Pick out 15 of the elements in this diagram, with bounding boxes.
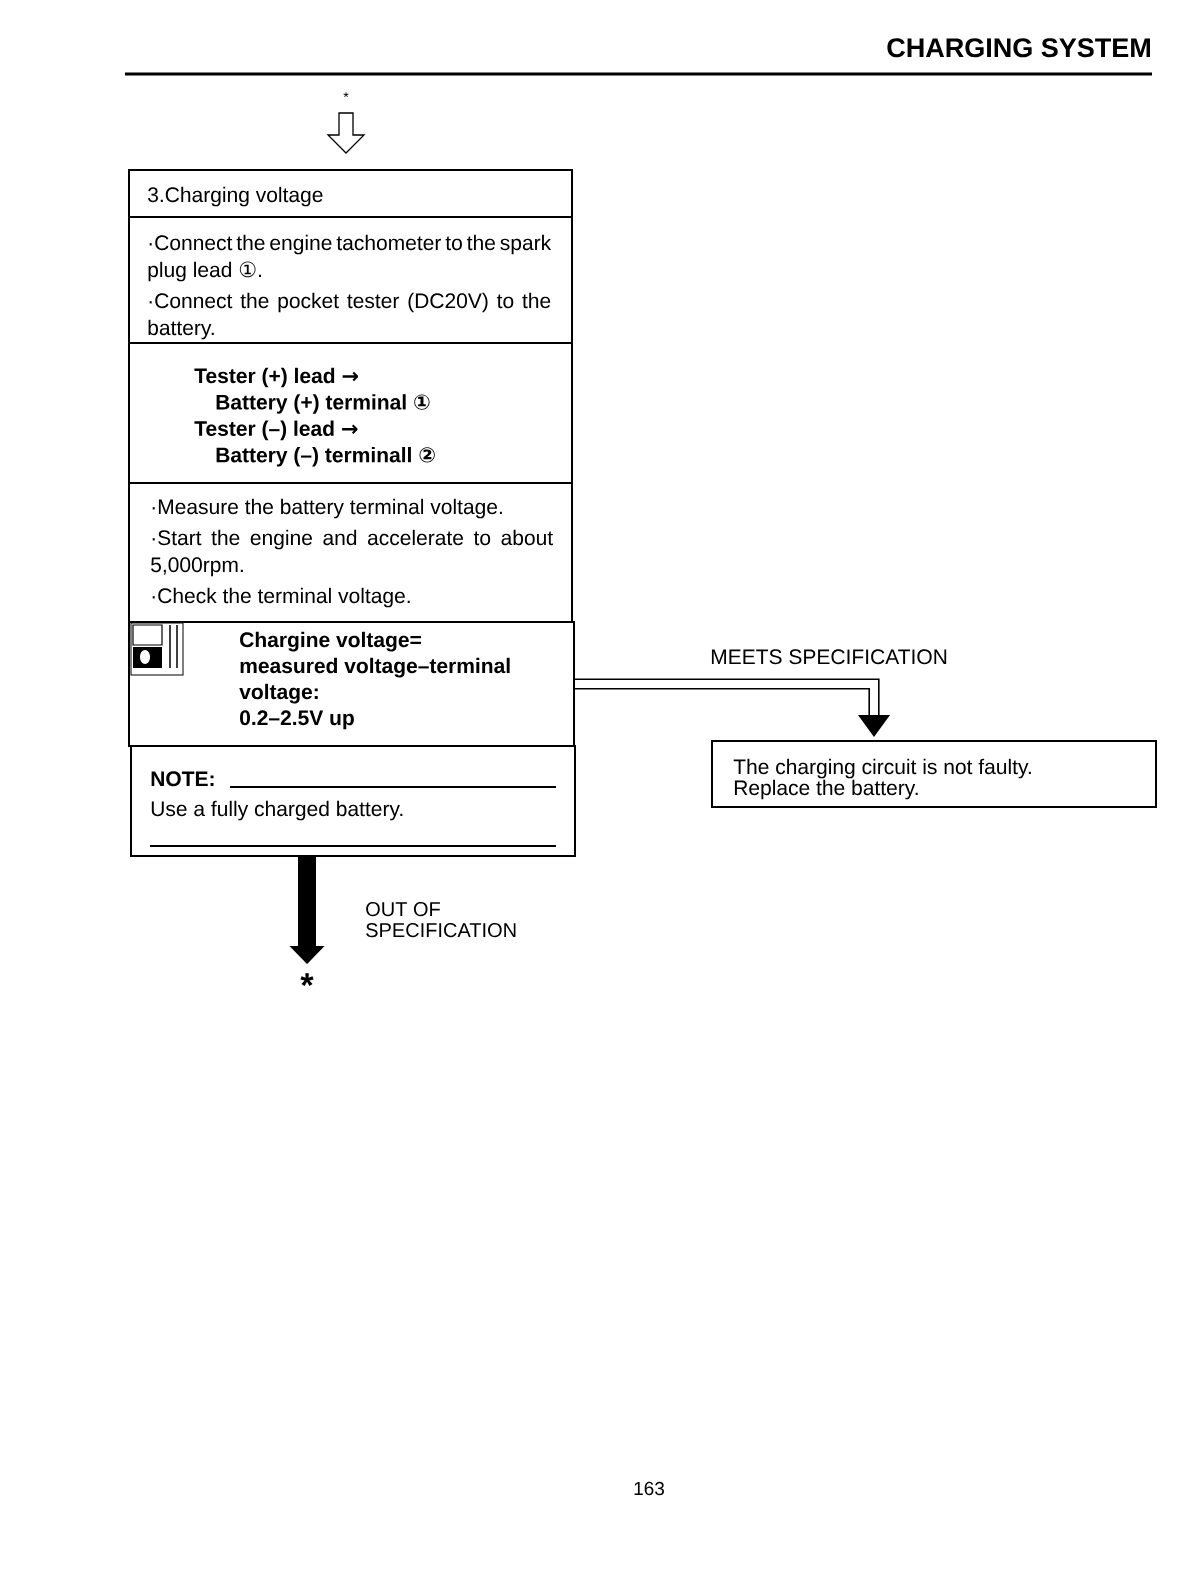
instruction-box: ·Measure the battery terminal voltage. ·Start the engine and accelerate to about 5,000rpm. ·Check the terminal voltage. (128, 482, 573, 623)
result-box: The charging circuit is not faulty. Replace the battery. (711, 740, 1157, 808)
edge-label: OUT OF SPECIFICATION (366, 902, 516, 938)
connection-box: Tester (+) lead → Battery (+) terminal ① Tester (–) lead → Battery (–) terminall ② (128, 342, 573, 484)
page-title: CHARGING SYSTEM (887, 38, 1150, 58)
arrow (575, 678, 890, 737)
edge-label: MEETS SPECIFICATION (711, 649, 947, 665)
page-number: 163 (634, 1481, 664, 1496)
instruction-box: ·Connect the engine tachometer to the spark plug lead ①. ·Connect the pocket tester (DC20V) to the battery. (128, 216, 573, 344)
asterisk-mark: * (343, 92, 349, 98)
specification-box: Chargine voltage= measured voltage–terminal voltage: 0.2–2.5V up (128, 621, 575, 747)
step-heading-box: 3.Charging voltage (128, 169, 573, 218)
asterisk-mark: * (300, 973, 314, 986)
hollow-arrow (326, 112, 366, 154)
note-box: NOTE: Use a fully charged battery. (130, 745, 576, 857)
